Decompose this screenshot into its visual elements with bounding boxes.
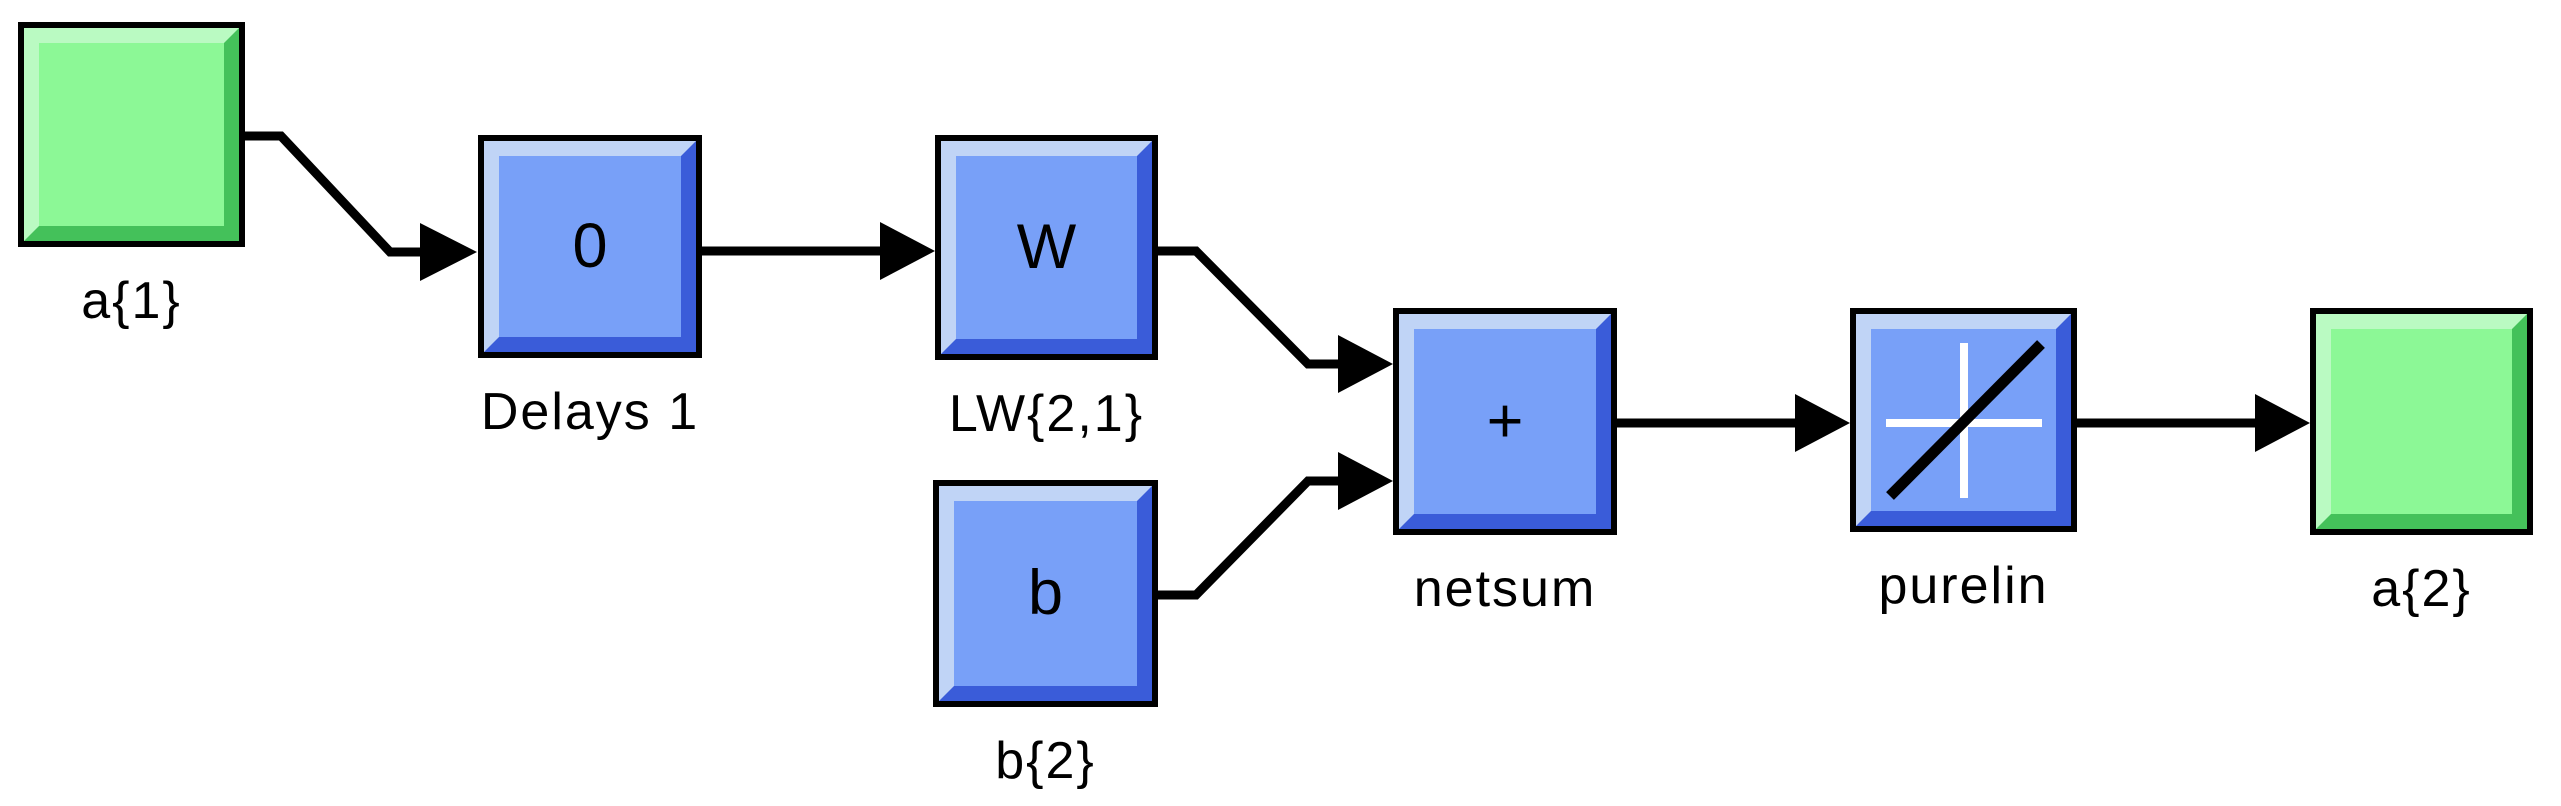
block-purelin[interactable]: purelin bbox=[1850, 308, 2077, 616]
wire-segment[interactable] bbox=[1156, 246, 1344, 369]
block-a1-label: a{1} bbox=[81, 272, 182, 330]
block-lw21-body[interactable]: W bbox=[935, 135, 1158, 360]
block-delays1-face: 0 bbox=[484, 141, 696, 352]
block-delays1-label: Delays 1 bbox=[480, 383, 700, 441]
purelin-linear-line bbox=[1886, 340, 2045, 500]
wire-lw21-to-netsum[interactable] bbox=[1156, 246, 1393, 393]
block-netsum[interactable]: + netsum bbox=[1393, 308, 1617, 619]
arrowhead-icon bbox=[420, 223, 477, 281]
block-a2-face bbox=[2316, 314, 2527, 529]
block-lw21-label: LW{2,1} bbox=[948, 385, 1145, 443]
block-a1[interactable]: a{1} bbox=[18, 22, 245, 331]
block-purelin-face bbox=[1856, 314, 2071, 526]
wire-netsum-to-purelin[interactable] bbox=[1617, 394, 1850, 452]
block-purelin-body[interactable] bbox=[1850, 308, 2077, 532]
arrowhead-icon bbox=[1338, 335, 1393, 393]
purelin-transfer-icon bbox=[1886, 340, 2045, 500]
wire-delays1-to-lw21[interactable] bbox=[702, 222, 935, 280]
wire-segment[interactable] bbox=[1156, 476, 1344, 600]
block-b2-body[interactable]: b bbox=[933, 480, 1158, 707]
block-lw21-face: W bbox=[941, 141, 1152, 354]
block-netsum-label: netsum bbox=[1413, 560, 1597, 618]
wire-a1-to-delays1[interactable] bbox=[240, 131, 477, 281]
wire-segment[interactable] bbox=[240, 131, 432, 257]
block-a2-label: a{2} bbox=[2371, 560, 2472, 618]
arrowhead-icon bbox=[1338, 452, 1393, 510]
wire-b2-to-netsum[interactable] bbox=[1156, 452, 1393, 600]
block-a1-face bbox=[24, 28, 239, 241]
block-a2[interactable]: a{2} bbox=[2310, 308, 2533, 619]
arrowhead-icon bbox=[1795, 394, 1850, 452]
arrowhead-icon bbox=[2255, 394, 2310, 452]
block-delays1[interactable]: 0 Delays 1 bbox=[478, 135, 702, 442]
block-purelin-label: purelin bbox=[1878, 557, 2049, 615]
block-b2-label: b{2} bbox=[995, 732, 1096, 790]
block-b2-face: b bbox=[939, 486, 1152, 701]
block-lw21[interactable]: W LW{2,1} bbox=[935, 135, 1158, 444]
block-b2[interactable]: b b{2} bbox=[933, 480, 1158, 791]
block-netsum-face: + bbox=[1399, 314, 1611, 529]
block-delays1-body[interactable]: 0 bbox=[478, 135, 702, 358]
block-a2-body[interactable] bbox=[2310, 308, 2533, 535]
block-a1-body[interactable] bbox=[18, 22, 245, 247]
block-netsum-body[interactable]: + bbox=[1393, 308, 1617, 535]
arrowhead-icon bbox=[880, 222, 935, 280]
wire-purelin-to-a2[interactable] bbox=[2077, 394, 2310, 452]
